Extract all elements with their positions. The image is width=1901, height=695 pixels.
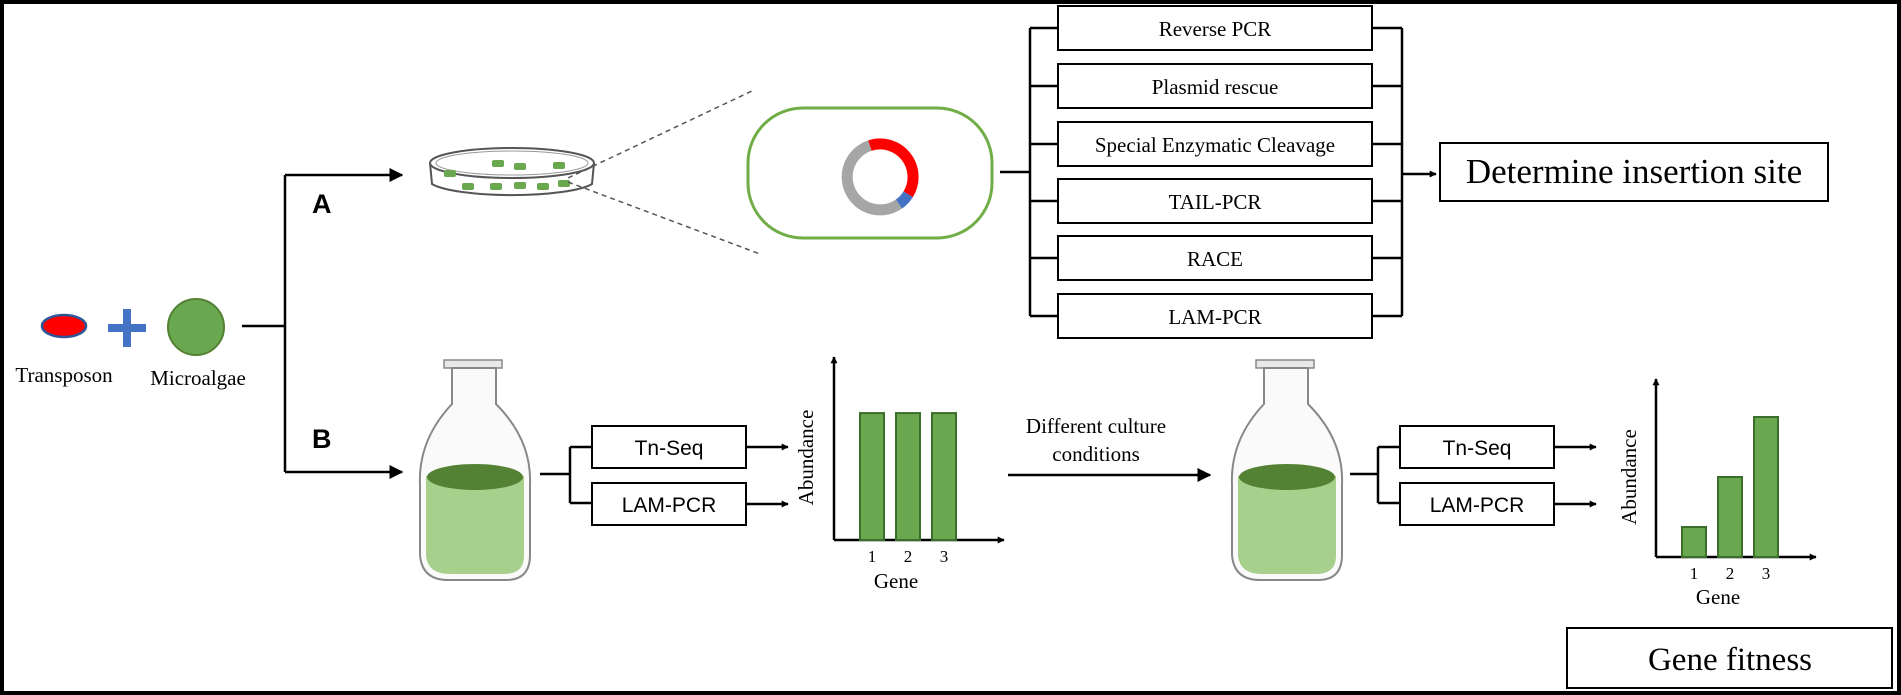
plasmid-icon [841,138,919,216]
x-tick-label: 3 [940,547,949,566]
zoom-line-top [567,89,755,179]
tn-seq-box-2 [1399,425,1555,469]
method-label-lam-pcr: LAM-PCR [1168,305,1261,329]
petri-dish-icon [429,147,595,197]
x-tick-label: 3 [1762,564,1771,583]
method-label-enzymatic-cleavage: Special Enzymatic Cleavage [1095,133,1335,157]
y-axis-label: Abundance [1617,429,1641,525]
lam-pcr-label-2: LAM-PCR [1430,494,1525,517]
microalgae-icon [167,298,225,356]
method-label-plasmid-rescue: Plasmid rescue [1152,75,1279,99]
method-label-race: RACE [1187,247,1243,271]
bar-gene-3 [1753,416,1779,558]
lam-pcr-label-1: LAM-PCR [622,494,717,517]
method-box-tail-pcr [1057,178,1373,224]
tn-seq-label-2: Tn-Seq [1443,437,1512,460]
method-box-plasmid-rescue [1057,63,1373,109]
x-tick-label: 1 [1690,564,1699,583]
x-tick-label: 2 [904,547,913,566]
culture-conditions-line2: conditions [1052,442,1140,466]
bar-gene-1 [1681,526,1707,558]
insertion-site-label: Determine insertion site [1466,152,1802,191]
transposon-icon [40,313,88,339]
branch-b-label: B [312,424,332,454]
y-axis-label: Abundance [794,410,818,506]
lam-pcr-box-1 [591,482,747,526]
zoomed-cell [746,106,994,240]
plus-icon [108,309,146,347]
method-list: Reverse PCR Plasmid rescue Special Enzym… [1030,5,1373,339]
x-tick-label: 2 [1726,564,1735,583]
bar-gene-2 [1717,476,1743,558]
culture-flask-icon-2 [1230,359,1344,581]
x-tick-label: 1 [868,547,877,566]
branch-a-label: A [312,189,332,219]
method-box-race [1057,235,1373,281]
gene-fitness-box [1566,627,1893,689]
bar-gene-2 [895,412,921,542]
gene-fitness-label: Gene fitness [1648,642,1812,678]
bar-gene-1 [859,412,885,542]
microalgae-label: Microalgae [150,366,246,390]
tn-seq-box-1 [591,425,747,469]
x-axis-label: Gene [874,569,918,593]
method-label-tail-pcr: TAIL-PCR [1169,190,1262,214]
insertion-site-box [1439,142,1829,202]
method-label-reverse-pcr: Reverse PCR [1159,17,1272,41]
zoom-line-bottom [567,181,761,255]
transposon-label: Transposon [15,363,113,387]
bar-gene-3 [931,412,957,542]
tn-seq-label-1: Tn-Seq [635,437,704,460]
x-axis-label: Gene [1696,585,1740,609]
culture-conditions-line1: Different culture [1026,414,1166,438]
culture-flask-icon [418,359,532,581]
